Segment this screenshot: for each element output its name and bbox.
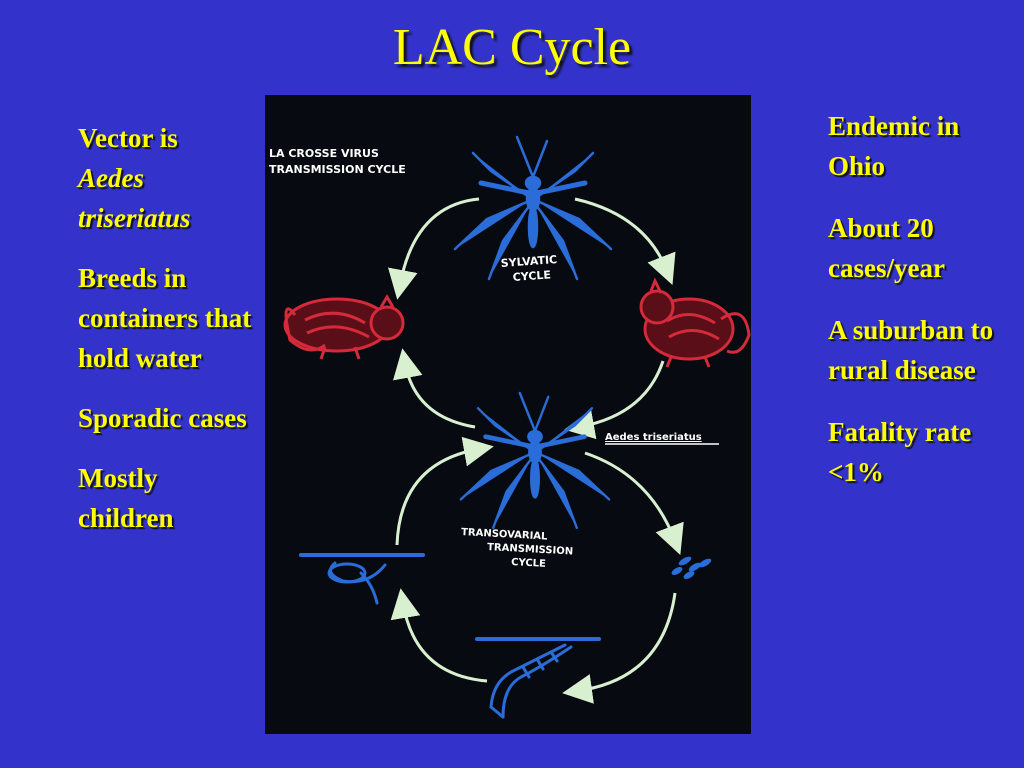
mosquito-middle-icon bbox=[461, 393, 609, 528]
mostly-children-bullet: Mostly children bbox=[78, 463, 174, 533]
cases-bullet: About 20 cases/year bbox=[828, 213, 945, 283]
sylvatic-arrows bbox=[388, 197, 676, 440]
suburban-bullet: A suburban to rural disease bbox=[828, 315, 994, 385]
endemic-bullet: Endemic in Ohio bbox=[828, 111, 960, 181]
vector-bullet: Vector is Aedes triseriatus bbox=[78, 118, 258, 238]
sylvatic-label-line1: SYLVATIC bbox=[500, 253, 557, 270]
species-label: Aedes triseriatus bbox=[605, 432, 702, 443]
eggs-icon bbox=[671, 556, 712, 579]
fatality-bullet: Fatality rate <1% bbox=[828, 417, 972, 487]
transovarial-label-line1: TRANSOVARIAL bbox=[461, 527, 548, 543]
slide-title: LAC Cycle bbox=[392, 19, 632, 76]
breeds-bullet: Breeds in containers that hold water bbox=[78, 263, 252, 373]
vector-species: triseriatus bbox=[78, 203, 191, 233]
left-bullets: Vector is Aedes triseriatus Breeds in co… bbox=[78, 118, 258, 558]
transovarial-arrows bbox=[390, 436, 684, 704]
larva-bottom-icon bbox=[475, 637, 601, 719]
diagram-title-line2: TRANSMISSION CYCLE bbox=[269, 163, 406, 176]
transovarial-label-line3: CYCLE bbox=[511, 557, 546, 570]
sporadic-bullet: Sporadic cases bbox=[78, 403, 247, 433]
vector-prefix: Vector is bbox=[78, 123, 178, 153]
right-bullets: Endemic in Ohio About 20 cases/year A su… bbox=[828, 106, 1018, 514]
cycle-diagram-svg: LA CROSSE VIRUS TRANSMISSION CYCLE SYLVA… bbox=[269, 95, 751, 719]
sylvatic-label-line2: CYCLE bbox=[512, 268, 551, 284]
transmission-cycle-diagram: LA CROSSE VIRUS TRANSMISSION CYCLE SYLVA… bbox=[265, 95, 751, 734]
transovarial-label-line2: TRANSMISSION bbox=[487, 542, 574, 557]
chipmunk-right-icon bbox=[639, 277, 751, 368]
larva-left-icon bbox=[299, 553, 425, 605]
vector-genus: Aedes bbox=[78, 163, 144, 193]
diagram-title-line1: LA CROSSE VIRUS bbox=[269, 147, 379, 160]
chipmunk-left-icon bbox=[283, 294, 405, 360]
